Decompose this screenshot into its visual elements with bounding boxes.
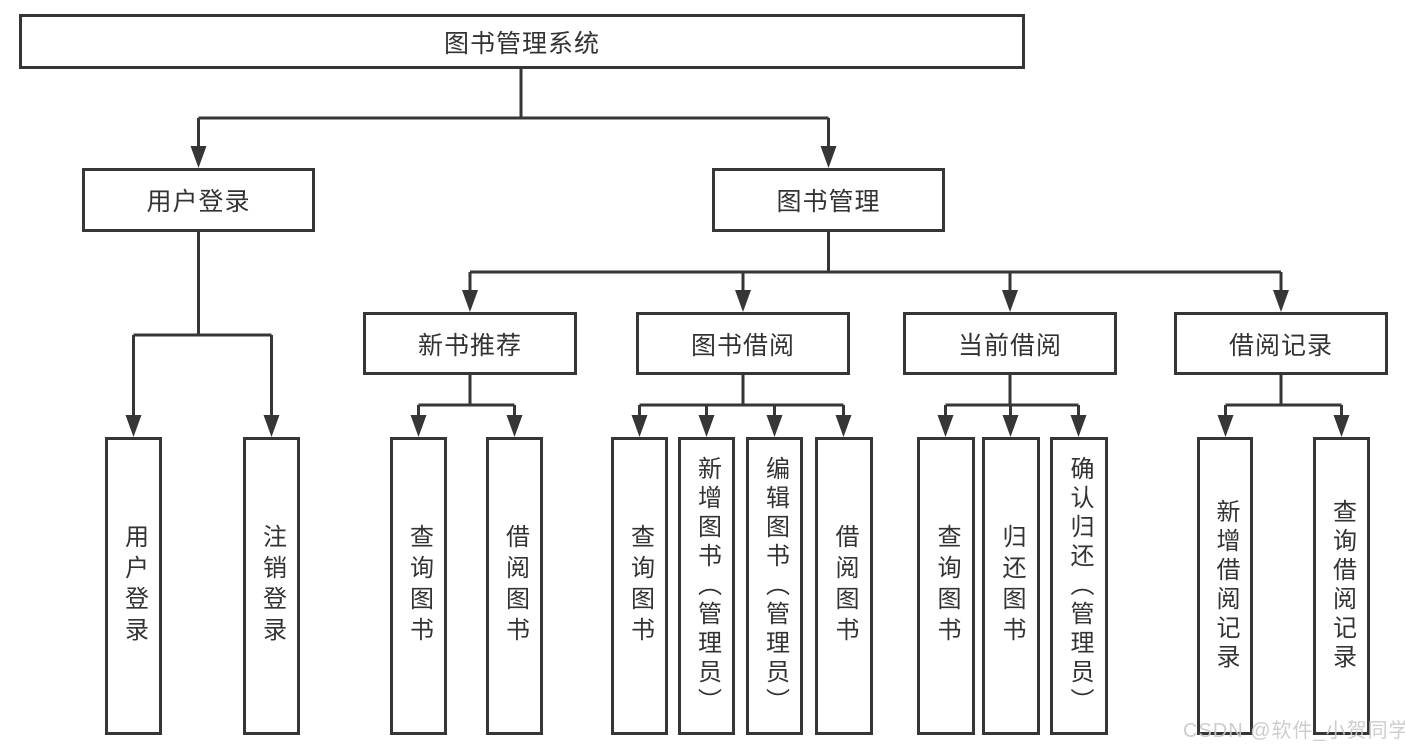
edge-root [197, 69, 830, 150]
arrow-down-icon [1333, 415, 1350, 437]
edge-new-book-rec [417, 375, 516, 419]
leaf-rec-query-books-label: 查询图书 [405, 524, 433, 648]
node-user-login: 用户登录 [82, 168, 315, 232]
leaf-return-books: 归还图书 [982, 437, 1040, 735]
node-root-label: 图书管理系统 [443, 29, 600, 58]
arrowheads [125, 146, 1350, 437]
leaf-rec-query-books: 查询图书 [390, 437, 447, 735]
leaf-bor-borrow-books: 借阅图书 [815, 437, 873, 735]
arrow-down-icon [698, 415, 715, 437]
arrow-down-icon [125, 415, 142, 437]
leaf-logout: 注销登录 [243, 437, 300, 735]
leaf-add-books-admin: 新增图书（管理员） [678, 437, 735, 735]
leaf-confirm-return-admin: 确认归还（管理员） [1050, 437, 1108, 735]
leaf-add-borrow-record: 新增借阅记录 [1197, 437, 1253, 735]
arrow-down-icon [631, 415, 648, 437]
arrow-down-icon [1070, 415, 1087, 437]
arrow-down-icon [1002, 290, 1018, 312]
leaf-query-borrow-record: 查询借阅记录 [1313, 437, 1370, 735]
leaf-confirm-return-admin-label: 确认归还（管理员） [1066, 455, 1093, 717]
node-current-borrow-label: 当前借阅 [957, 331, 1062, 360]
arrow-down-icon [1002, 415, 1019, 437]
edge-current-borrow [944, 375, 1080, 419]
node-borrow-record-label: 借阅记录 [1228, 331, 1333, 360]
leaf-query-borrow-record-label: 查询借阅记录 [1328, 499, 1356, 673]
arrow-down-icon [462, 290, 478, 312]
node-user-login-label: 用户登录 [146, 188, 251, 216]
arrow-down-icon [766, 415, 783, 437]
node-book-borrow-label: 图书借阅 [690, 331, 795, 360]
node-new-book-rec-label: 新书推荐 [417, 331, 522, 360]
node-book-mgmt-label: 图书管理 [776, 188, 881, 216]
leaf-bor-query-books-label: 查询图书 [626, 524, 654, 648]
arrow-down-icon [735, 290, 751, 312]
leaf-return-books-label: 归还图书 [998, 524, 1025, 648]
arrow-down-icon [190, 146, 207, 168]
node-root: 图书管理系统 [19, 14, 1025, 69]
csdn-watermark: CSDN @软件_小贺同学 [1183, 720, 1405, 742]
edge-book-mgmt [468, 232, 1283, 294]
leaf-edit-books-admin: 编辑图书（管理员） [746, 437, 803, 735]
leaf-rec-borrow-books: 借阅图书 [486, 437, 543, 735]
arrow-down-icon [937, 415, 954, 437]
leaf-bor-borrow-books-label: 借阅图书 [831, 524, 858, 648]
node-book-borrow: 图书借阅 [636, 312, 850, 375]
leaf-cur-query-books: 查询图书 [917, 437, 975, 735]
node-new-book-rec: 新书推荐 [363, 312, 577, 375]
arrow-down-icon [410, 415, 427, 437]
node-book-mgmt: 图书管理 [712, 168, 945, 232]
leaf-user-login: 用户登录 [105, 437, 162, 735]
leaf-rec-borrow-books-label: 借阅图书 [501, 524, 529, 648]
leaf-add-borrow-record-label: 新增借阅记录 [1212, 499, 1239, 673]
arrow-down-icon [820, 146, 837, 168]
node-borrow-record: 借阅记录 [1174, 312, 1388, 375]
arrow-down-icon [263, 415, 280, 437]
leaf-edit-books-admin-label: 编辑图书（管理员） [761, 455, 789, 717]
arrow-down-icon [1217, 415, 1234, 437]
leaf-logout-label: 注销登录 [258, 524, 286, 648]
edge-borrow-record [1224, 375, 1343, 419]
arrow-down-icon [506, 415, 523, 437]
leaf-cur-query-books-label: 查询图书 [933, 524, 960, 648]
leaf-user-login-label: 用户登录 [120, 524, 148, 648]
leaf-add-books-admin-label: 新增图书（管理员） [693, 455, 721, 717]
leaf-bor-query-books: 查询图书 [611, 437, 668, 735]
arrow-down-icon [835, 415, 852, 437]
edge-user-login [132, 232, 273, 419]
edge-book-borrow [638, 375, 845, 419]
arrow-down-icon [1273, 290, 1289, 312]
node-current-borrow: 当前借阅 [903, 312, 1117, 375]
